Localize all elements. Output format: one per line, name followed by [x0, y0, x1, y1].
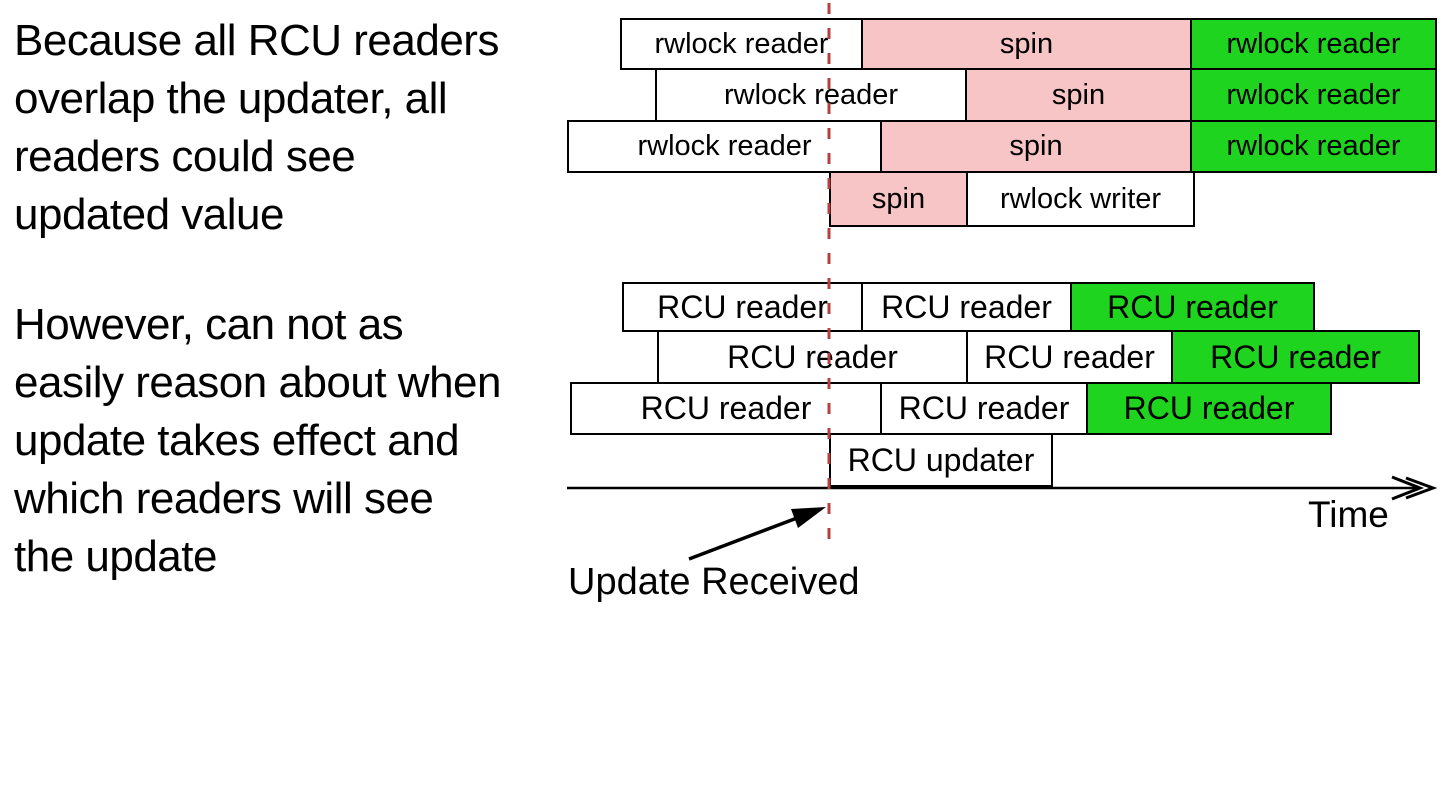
- annotation-arrowhead-icon: [791, 507, 826, 528]
- rcu-reader-after-update-box: RCU reader: [1070, 282, 1315, 332]
- rcu-reader-after-update-box: RCU reader: [1086, 382, 1332, 435]
- text-line: Because all RCU readers: [14, 16, 499, 65]
- rwlock-reader-after-update-box: rwlock reader: [1190, 120, 1437, 173]
- rwlock-writer-box: rwlock writer: [966, 171, 1195, 227]
- annotation-arrow-line: [688, 516, 798, 561]
- spin-box: spin: [829, 171, 968, 227]
- text-line: updated value: [14, 190, 284, 239]
- rcu-reader-box: RCU reader: [657, 330, 968, 384]
- rcu-reader-box: RCU reader: [966, 330, 1173, 384]
- time-axis-arrow-icon: [1391, 475, 1425, 501]
- spin-box: spin: [880, 120, 1192, 173]
- rcu-reader-box: RCU reader: [861, 282, 1072, 332]
- update-received-label: Update Received: [568, 561, 860, 603]
- text-line: the update: [14, 532, 217, 581]
- spin-box: spin: [861, 18, 1192, 70]
- spin-box: spin: [965, 68, 1192, 122]
- bullet-text-1: Because all RCU readers overlap the upda…: [14, 12, 499, 244]
- time-axis-label: Time: [1308, 494, 1389, 535]
- rcu-reader-after-update-box: RCU reader: [1171, 330, 1420, 384]
- text-line: easily reason about when: [14, 358, 502, 407]
- rcu-reader-box: RCU reader: [880, 382, 1088, 435]
- rwlock-reader-after-update-box: rwlock reader: [1190, 68, 1437, 122]
- rwlock-reader-box: rwlock reader: [655, 68, 967, 122]
- rwlock-reader-after-update-box: rwlock reader: [1190, 18, 1437, 70]
- text-line: which readers will see: [14, 474, 434, 523]
- rwlock-reader-box: rwlock reader: [620, 18, 863, 70]
- time-axis-arrow-tip-icon: [1405, 476, 1438, 500]
- rcu-updater-box: RCU updater: [829, 433, 1053, 487]
- text-line: update takes effect and: [14, 416, 460, 465]
- text-line: readers could see: [14, 132, 356, 181]
- rwlock-reader-box: rwlock reader: [567, 120, 882, 173]
- rcu-reader-box: RCU reader: [570, 382, 882, 435]
- rcu-reader-box: RCU reader: [622, 282, 863, 332]
- bullet-text-2: However, can not as easily reason about …: [14, 296, 502, 586]
- text-line: overlap the updater, all: [14, 74, 448, 123]
- text-line: However, can not as: [14, 300, 404, 349]
